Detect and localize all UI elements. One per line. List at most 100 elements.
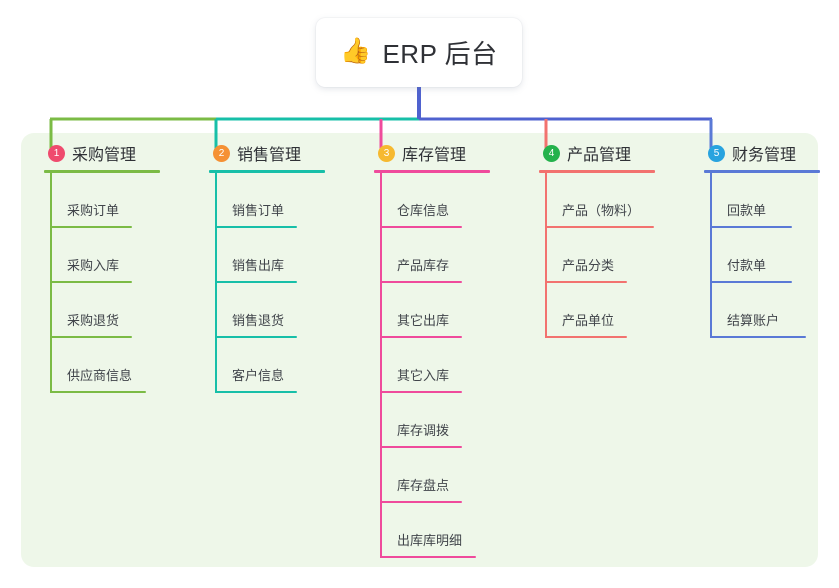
list-item-underline bbox=[380, 391, 462, 393]
list-item-underline bbox=[215, 226, 297, 228]
columns-container: 1 采购管理采购订单采购入库采购退货供应商信息 2 销售管理销售订单销售出库销售退货客… bbox=[0, 133, 839, 567]
list-item-label: 回款单 bbox=[727, 203, 767, 218]
column-header[interactable]: 4 产品管理 bbox=[531, 133, 701, 173]
column-title: 采购管理 bbox=[72, 147, 137, 164]
column-header-underline bbox=[704, 170, 820, 173]
column-title: 销售管理 bbox=[237, 147, 302, 164]
column-header-underline bbox=[44, 170, 160, 173]
list-item-label: 产品分类 bbox=[562, 258, 615, 273]
list-item-label: 其它入库 bbox=[397, 368, 450, 383]
list-item[interactable]: 产品库存 bbox=[366, 228, 536, 283]
list-item-underline bbox=[50, 226, 132, 228]
list-item-underline bbox=[215, 391, 297, 393]
list-item[interactable]: 供应商信息 bbox=[36, 338, 206, 393]
list-item-underline bbox=[380, 226, 462, 228]
list-item[interactable]: 回款单 bbox=[696, 173, 836, 228]
column-number-badge: 4 bbox=[543, 144, 560, 162]
list-item[interactable]: 结算账户 bbox=[696, 283, 836, 338]
list-item-label: 出库库明细 bbox=[397, 533, 463, 548]
list-item-underline bbox=[380, 281, 462, 283]
list-item-underline bbox=[215, 336, 297, 338]
list-item-underline bbox=[380, 446, 462, 448]
list-item[interactable]: 采购退货 bbox=[36, 283, 206, 338]
list-item-label: 库存盘点 bbox=[397, 478, 450, 493]
list-item-label: 采购订单 bbox=[67, 203, 120, 218]
list-item[interactable]: 仓库信息 bbox=[366, 173, 536, 228]
list-item-label: 产品库存 bbox=[397, 258, 450, 273]
column-header[interactable]: 5 财务管理 bbox=[696, 133, 836, 173]
column-header-underline bbox=[209, 170, 325, 173]
column-销售管理: 2 销售管理销售订单销售出库销售退货客户信息 bbox=[201, 133, 371, 393]
list-item-label: 产品单位 bbox=[562, 313, 615, 328]
list-item[interactable]: 出库库明细 bbox=[366, 503, 536, 558]
column-财务管理: 5 财务管理回款单付款单结算账户 bbox=[696, 133, 836, 338]
column-产品管理: 4 产品管理产品（物料） 产品分类产品单位 bbox=[531, 133, 701, 338]
list-item-underline bbox=[50, 336, 132, 338]
column-items: 采购订单采购入库采购退货供应商信息 bbox=[36, 173, 206, 393]
list-item-label: 结算账户 bbox=[727, 313, 780, 328]
column-header[interactable]: 2 销售管理 bbox=[201, 133, 371, 173]
list-item-underline bbox=[545, 226, 654, 228]
column-number-badge: 3 bbox=[378, 144, 395, 162]
list-item[interactable]: 产品单位 bbox=[531, 283, 701, 338]
list-item[interactable]: 客户信息 bbox=[201, 338, 371, 393]
column-title: 财务管理 bbox=[732, 147, 797, 164]
column-库存管理: 3 库存管理仓库信息产品库存其它出库其它入库库存调拨库存盘点出库库明细 bbox=[366, 133, 536, 558]
list-item[interactable]: 销售订单 bbox=[201, 173, 371, 228]
list-item-label: 销售出库 bbox=[232, 258, 285, 273]
column-title: 库存管理 bbox=[402, 147, 467, 164]
list-item-underline bbox=[710, 226, 792, 228]
diagram-background-panel bbox=[21, 133, 818, 567]
column-items: 销售订单销售出库销售退货客户信息 bbox=[201, 173, 371, 393]
column-header[interactable]: 1 采购管理 bbox=[36, 133, 206, 173]
list-item-label: 采购入库 bbox=[67, 258, 120, 273]
column-items: 仓库信息产品库存其它出库其它入库库存调拨库存盘点出库库明细 bbox=[366, 173, 536, 558]
list-item[interactable]: 产品（物料） bbox=[531, 173, 701, 228]
list-item[interactable]: 其它入库 bbox=[366, 338, 536, 393]
list-item-underline bbox=[545, 281, 627, 283]
list-item-label: 销售退货 bbox=[232, 313, 285, 328]
column-spine bbox=[545, 173, 547, 338]
column-spine bbox=[215, 173, 217, 393]
list-item-label: 库存调拨 bbox=[397, 423, 450, 438]
list-item-underline bbox=[50, 391, 146, 393]
list-item[interactable]: 库存盘点 bbox=[366, 448, 536, 503]
column-number-badge: 1 bbox=[48, 144, 65, 162]
list-item[interactable]: 销售出库 bbox=[201, 228, 371, 283]
list-item-label: 供应商信息 bbox=[67, 368, 133, 383]
list-item-label: 仓库信息 bbox=[397, 203, 450, 218]
list-item-underline bbox=[710, 281, 792, 283]
root-node-title: ERP 后台 bbox=[382, 39, 498, 69]
list-item-label: 采购退货 bbox=[67, 313, 120, 328]
list-item[interactable]: 其它出库 bbox=[366, 283, 536, 338]
list-item-underline bbox=[380, 556, 476, 558]
list-item[interactable]: 采购订单 bbox=[36, 173, 206, 228]
column-header[interactable]: 3 库存管理 bbox=[366, 133, 536, 173]
list-item[interactable]: 付款单 bbox=[696, 228, 836, 283]
list-item[interactable]: 库存调拨 bbox=[366, 393, 536, 448]
list-item-underline bbox=[50, 281, 132, 283]
column-number-badge: 5 bbox=[708, 144, 725, 162]
list-item-label: 产品（物料） bbox=[562, 203, 641, 218]
column-number-badge: 2 bbox=[213, 144, 230, 162]
list-item[interactable]: 产品分类 bbox=[531, 228, 701, 283]
column-title: 产品管理 bbox=[567, 147, 632, 164]
list-item-underline bbox=[215, 281, 297, 283]
thumbs-up-icon: 👍 bbox=[340, 37, 372, 65]
list-item-label: 销售订单 bbox=[232, 203, 285, 218]
list-item-underline bbox=[380, 336, 462, 338]
list-item-label: 付款单 bbox=[727, 258, 767, 273]
column-header-underline bbox=[374, 170, 490, 173]
column-spine bbox=[380, 173, 382, 558]
list-item-underline bbox=[545, 336, 627, 338]
column-采购管理: 1 采购管理采购订单采购入库采购退货供应商信息 bbox=[36, 133, 206, 393]
column-spine bbox=[710, 173, 712, 338]
column-items: 回款单付款单结算账户 bbox=[696, 173, 836, 338]
column-spine bbox=[50, 173, 52, 393]
root-node-card[interactable]: 👍 ERP 后台 bbox=[316, 18, 522, 87]
list-item[interactable]: 采购入库 bbox=[36, 228, 206, 283]
list-item[interactable]: 销售退货 bbox=[201, 283, 371, 338]
list-item-label: 其它出库 bbox=[397, 313, 450, 328]
list-item-underline bbox=[380, 501, 462, 503]
column-items: 产品（物料） 产品分类产品单位 bbox=[531, 173, 701, 338]
